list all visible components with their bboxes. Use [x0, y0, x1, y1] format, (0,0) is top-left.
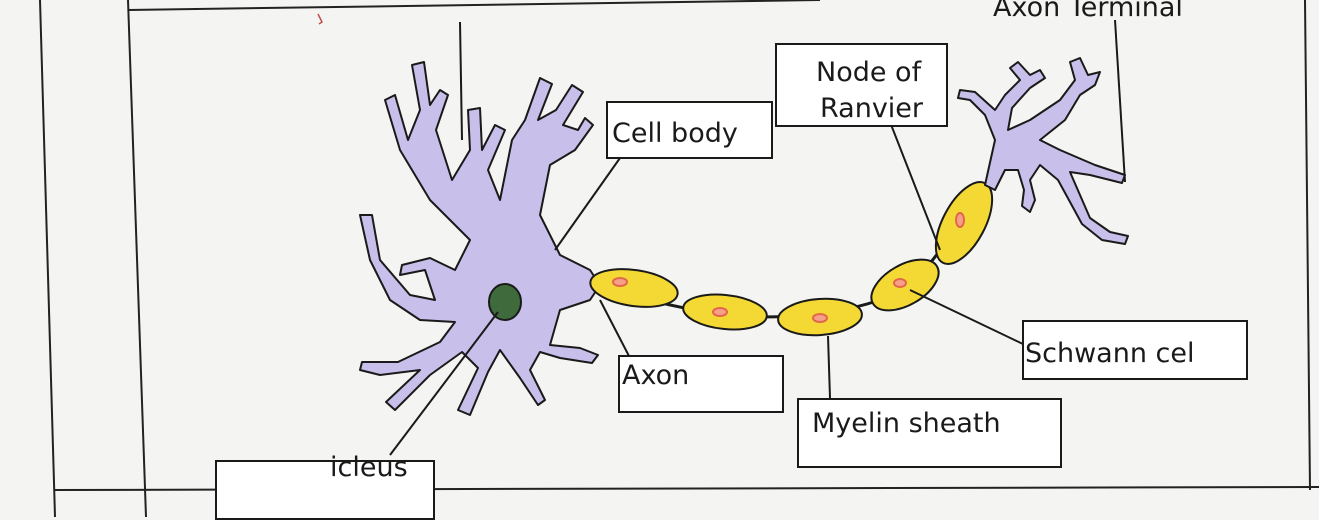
nucleus-label: icleus	[330, 452, 408, 483]
node-of-ranvier-label-line2: Ranvier	[820, 93, 923, 124]
axon-label: Axon	[622, 360, 689, 391]
axon-terminal-label: Axon Terminal	[993, 0, 1183, 23]
myelin-segments	[588, 173, 1004, 337]
myelin-sheath-label: Myelin sheath	[812, 408, 1001, 439]
nucleus-shape	[489, 284, 521, 320]
ink-mark	[318, 14, 322, 24]
cell-body-label: Cell body	[612, 118, 738, 149]
schwann-cell-label: Schwann cel	[1025, 338, 1195, 369]
page-frame	[40, 0, 1319, 517]
node-of-ranvier-label-line1: Node of	[816, 57, 921, 88]
